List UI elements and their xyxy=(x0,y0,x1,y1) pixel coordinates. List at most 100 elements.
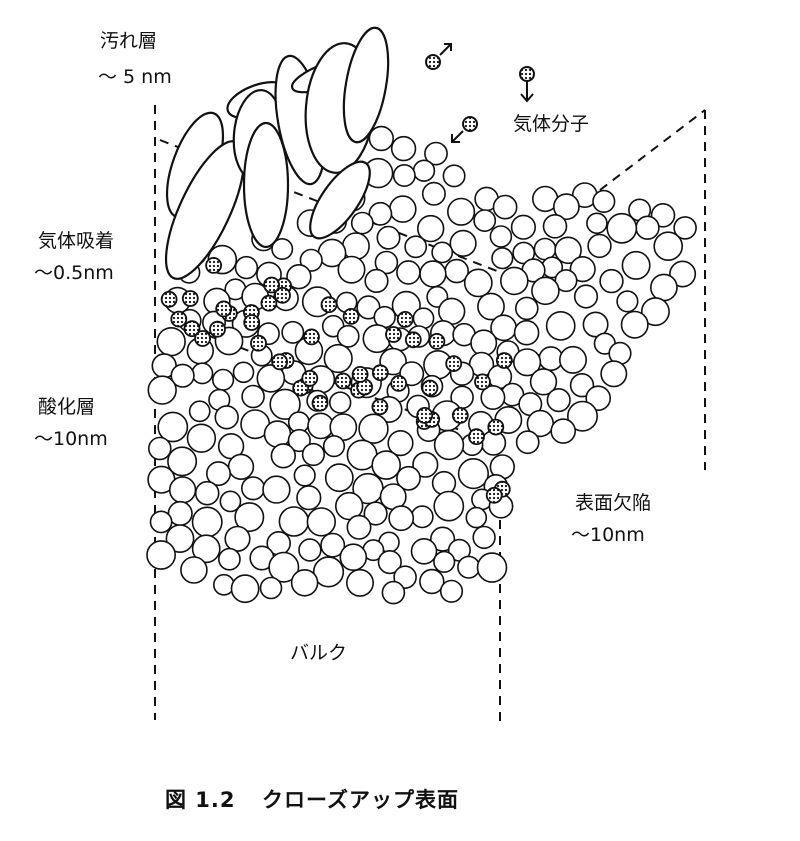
bulk-atom xyxy=(457,555,481,579)
bulk-atom xyxy=(653,231,684,261)
bulk-atom xyxy=(417,214,445,243)
oxide-atom xyxy=(320,296,338,314)
bulk-atom xyxy=(463,268,493,298)
oxide-atom xyxy=(342,307,360,325)
bulk-atom xyxy=(148,436,172,461)
bulk-atom xyxy=(582,311,609,338)
oxide-atom xyxy=(495,352,513,369)
figure-title: クローズアップ表面 xyxy=(262,788,459,812)
bulk-atom xyxy=(587,233,612,259)
bulk-atom xyxy=(364,268,389,294)
bulk-atom xyxy=(381,580,406,605)
bulk-atom xyxy=(194,480,220,506)
bulk-atom xyxy=(335,491,364,521)
bulk-atom xyxy=(262,475,291,504)
bulk-atom xyxy=(412,159,436,182)
bulk-atom xyxy=(191,506,223,538)
bulk-atom xyxy=(431,241,454,264)
bulk-atom xyxy=(180,556,208,584)
bulk-atom xyxy=(329,391,352,414)
bulk-atom xyxy=(278,506,310,537)
bulk-atom xyxy=(586,212,608,235)
bulk-atom xyxy=(324,463,354,493)
bulk-atom xyxy=(271,238,294,261)
bulk-atom xyxy=(491,247,514,270)
bulk-atom xyxy=(650,273,678,302)
bulk-atom xyxy=(322,435,346,458)
bulk-atom xyxy=(323,343,353,374)
bulk-atom xyxy=(410,505,434,529)
oxide-atom xyxy=(485,486,503,504)
bulk-atom xyxy=(227,453,255,480)
bulk-atom xyxy=(573,284,599,309)
bulk-atom xyxy=(442,164,466,188)
dirt-ellipse xyxy=(242,121,290,249)
bulk-atom xyxy=(371,450,402,480)
oxide-atom xyxy=(181,290,199,307)
oxide-atom xyxy=(371,398,389,416)
gas-molecule-3 xyxy=(451,116,478,143)
bulk-atom xyxy=(515,430,540,455)
oxide-atom xyxy=(250,334,267,352)
bulk-atom xyxy=(346,514,372,540)
bulk-atom xyxy=(439,579,464,603)
bulk-atom xyxy=(419,568,445,595)
bulk-atom xyxy=(307,412,335,440)
bulk-atom xyxy=(270,443,296,469)
bulk-atom xyxy=(421,181,446,206)
bulk-atom xyxy=(673,216,697,240)
oxide-atom xyxy=(205,256,223,274)
bulk-atom xyxy=(499,266,529,296)
bulk-atom xyxy=(546,388,571,413)
bulk-atom xyxy=(345,568,374,597)
oxide-atom xyxy=(451,406,469,424)
oxide-atom xyxy=(271,353,289,371)
bulk-atom xyxy=(473,209,497,233)
gas-molecule-2 xyxy=(519,66,535,103)
bulk-atom xyxy=(212,573,235,596)
oxide-atom xyxy=(404,331,422,349)
bulk-atom xyxy=(232,361,255,384)
oxide-atom xyxy=(194,330,212,347)
bulk-atom xyxy=(529,368,558,396)
bulk-atom xyxy=(472,525,496,550)
oxide-atom xyxy=(487,418,505,436)
bulk-atom xyxy=(388,195,417,223)
gas-molecule-1 xyxy=(425,43,452,70)
oxide-atom xyxy=(263,276,281,294)
bulk-atom xyxy=(554,236,582,265)
bulk-atom xyxy=(336,324,360,348)
bulk-atom xyxy=(412,307,435,330)
oxide-atoms xyxy=(160,256,513,504)
bulk-atom xyxy=(640,297,670,327)
bulk-atom xyxy=(669,260,697,288)
bulk-atom xyxy=(531,276,560,306)
bulk-atom-cluster xyxy=(146,125,697,605)
oxide-atom xyxy=(385,326,402,343)
oxide-atom xyxy=(445,355,463,373)
oxide-atom xyxy=(160,290,178,308)
bulk-atom xyxy=(449,229,477,257)
bulk-atom xyxy=(542,214,568,239)
bulk-atom xyxy=(457,458,490,490)
bulk-atom xyxy=(514,296,539,321)
bulk-atom xyxy=(396,260,421,285)
gas-molecules-label: 気体分子 xyxy=(513,113,590,135)
dirt-layer-thickness: ～ 5 nm xyxy=(98,66,172,88)
bulk-atom xyxy=(430,526,456,552)
bulk-atom xyxy=(569,256,596,283)
bulk-atom xyxy=(376,225,401,250)
bulk-atom xyxy=(545,310,576,341)
bulk-atom xyxy=(296,485,322,511)
bulk-atom xyxy=(191,534,221,564)
bulk-atom xyxy=(368,201,393,226)
bulk-atom xyxy=(206,461,232,487)
oxide-atom xyxy=(303,328,320,346)
gas-adsorption-label: 気体吸着 xyxy=(38,230,115,252)
bulk-atom xyxy=(558,345,587,374)
bulk-atom xyxy=(263,420,292,448)
oxide-atom xyxy=(183,320,201,338)
bulk-atom xyxy=(616,290,639,313)
